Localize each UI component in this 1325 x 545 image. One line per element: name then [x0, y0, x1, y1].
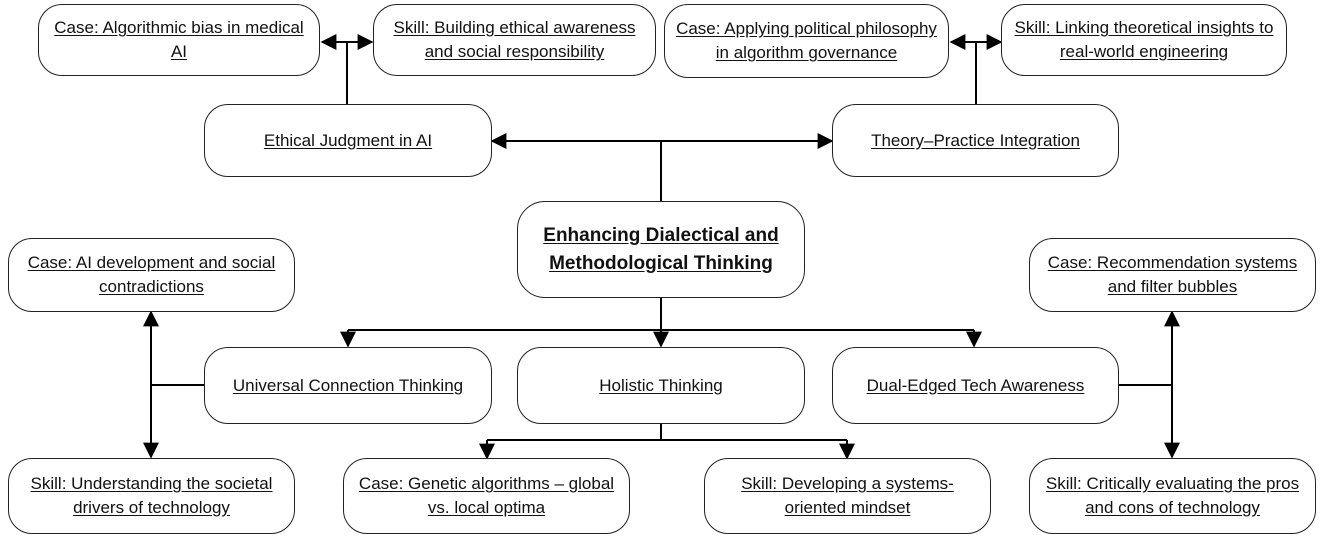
case-political-philosophy-node: Case: Applying political philosophy in a… — [664, 4, 949, 78]
case-political-philosophy-label: Case: Applying political philosophy in a… — [676, 19, 937, 62]
root-node: Enhancing Dialectical and Methodological… — [517, 201, 805, 298]
theory-practice-node: Theory–Practice Integration — [832, 104, 1119, 177]
skill-pros-cons-node: Skill: Critically evaluating the pros an… — [1029, 458, 1316, 534]
case-recommendation-label: Case: Recommendation systems and filter … — [1047, 253, 1298, 296]
dual-edged-label: Dual-Edged Tech Awareness — [866, 375, 1085, 395]
skill-systems-mindset-label: Skill: Developing a systems-oriented min… — [741, 474, 954, 517]
skill-linking-theory-node: Skill: Linking theoretical insights to r… — [1001, 4, 1287, 76]
holistic-thinking-node: Holistic Thinking — [517, 347, 805, 424]
ethical-judgment-node: Ethical Judgment in AI — [204, 104, 492, 177]
case-medical-ai-node: Case: Algorithmic bias in medical AI — [38, 4, 320, 76]
theory-practice-label: Theory–Practice Integration — [871, 130, 1080, 150]
skill-systems-mindset-node: Skill: Developing a systems-oriented min… — [704, 458, 991, 534]
ethical-judgment-label: Ethical Judgment in AI — [263, 130, 433, 150]
skill-ethical-awareness-node: Skill: Building ethical awareness and so… — [373, 4, 656, 76]
universal-connection-label: Universal Connection Thinking — [232, 375, 464, 395]
skill-linking-theory-label: Skill: Linking theoretical insights to r… — [1014, 18, 1274, 61]
skill-societal-drivers-node: Skill: Understanding the societal driver… — [8, 458, 295, 534]
case-medical-ai-label: Case: Algorithmic bias in medical AI — [54, 18, 304, 61]
skill-pros-cons-label: Skill: Critically evaluating the pros an… — [1045, 474, 1300, 517]
universal-connection-node: Universal Connection Thinking — [204, 347, 492, 424]
case-genetic-algorithms-node: Case: Genetic algorithms – global vs. lo… — [343, 458, 630, 534]
skill-societal-drivers-label: Skill: Understanding the societal driver… — [30, 474, 273, 517]
holistic-thinking-label: Holistic Thinking — [599, 375, 723, 395]
dual-edged-node: Dual-Edged Tech Awareness — [832, 347, 1119, 424]
case-ai-development-label: Case: AI development and social contradi… — [27, 253, 276, 296]
skill-ethical-awareness-label: Skill: Building ethical awareness and so… — [393, 18, 636, 61]
case-ai-development-node: Case: AI development and social contradi… — [8, 238, 295, 312]
root-label: Enhancing Dialectical and Methodological… — [543, 224, 779, 274]
case-genetic-algorithms-label: Case: Genetic algorithms – global vs. lo… — [358, 474, 615, 517]
case-recommendation-node: Case: Recommendation systems and filter … — [1029, 238, 1316, 312]
